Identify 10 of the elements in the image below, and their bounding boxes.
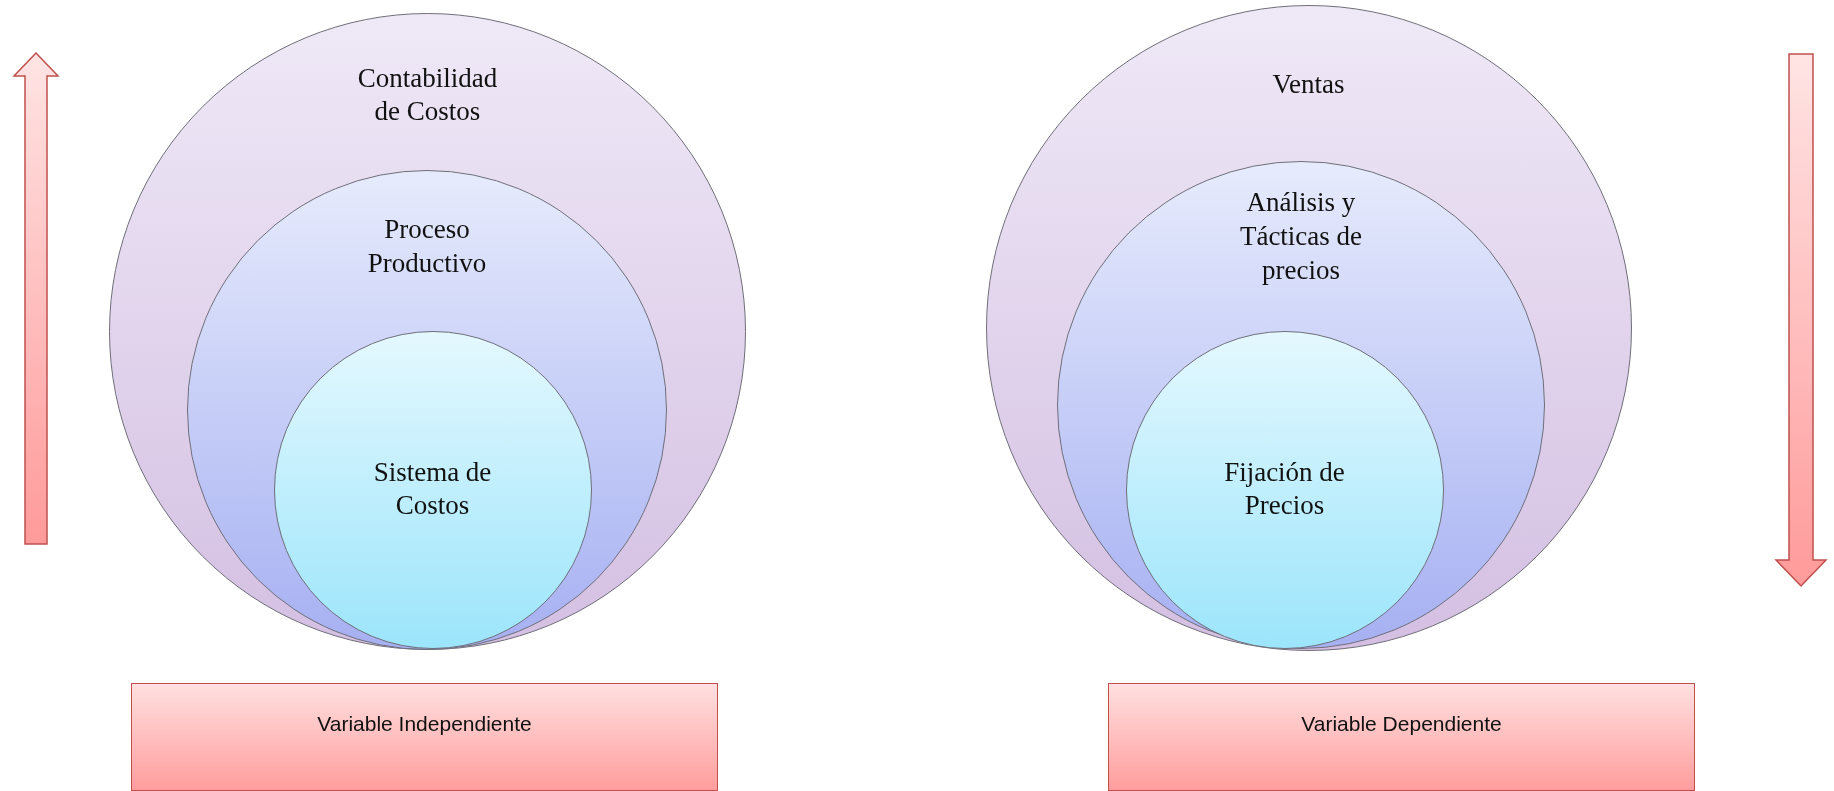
circle-label: Contabilidad de Costos [356, 61, 499, 129]
circle-label: Proceso Productivo [366, 213, 488, 280]
variable-box [1108, 683, 1695, 791]
circle-label: Análisis y Tácticas de precios [1238, 186, 1364, 287]
circle-label: Ventas [1271, 67, 1346, 101]
circle-label: Fijación de Precios [1223, 455, 1346, 523]
box-label: Variable Dependiente [1300, 712, 1503, 736]
circle-label: Sistema de Costos [372, 455, 493, 523]
box-label: Variable Independiente [316, 712, 533, 736]
variable-box [131, 683, 718, 791]
